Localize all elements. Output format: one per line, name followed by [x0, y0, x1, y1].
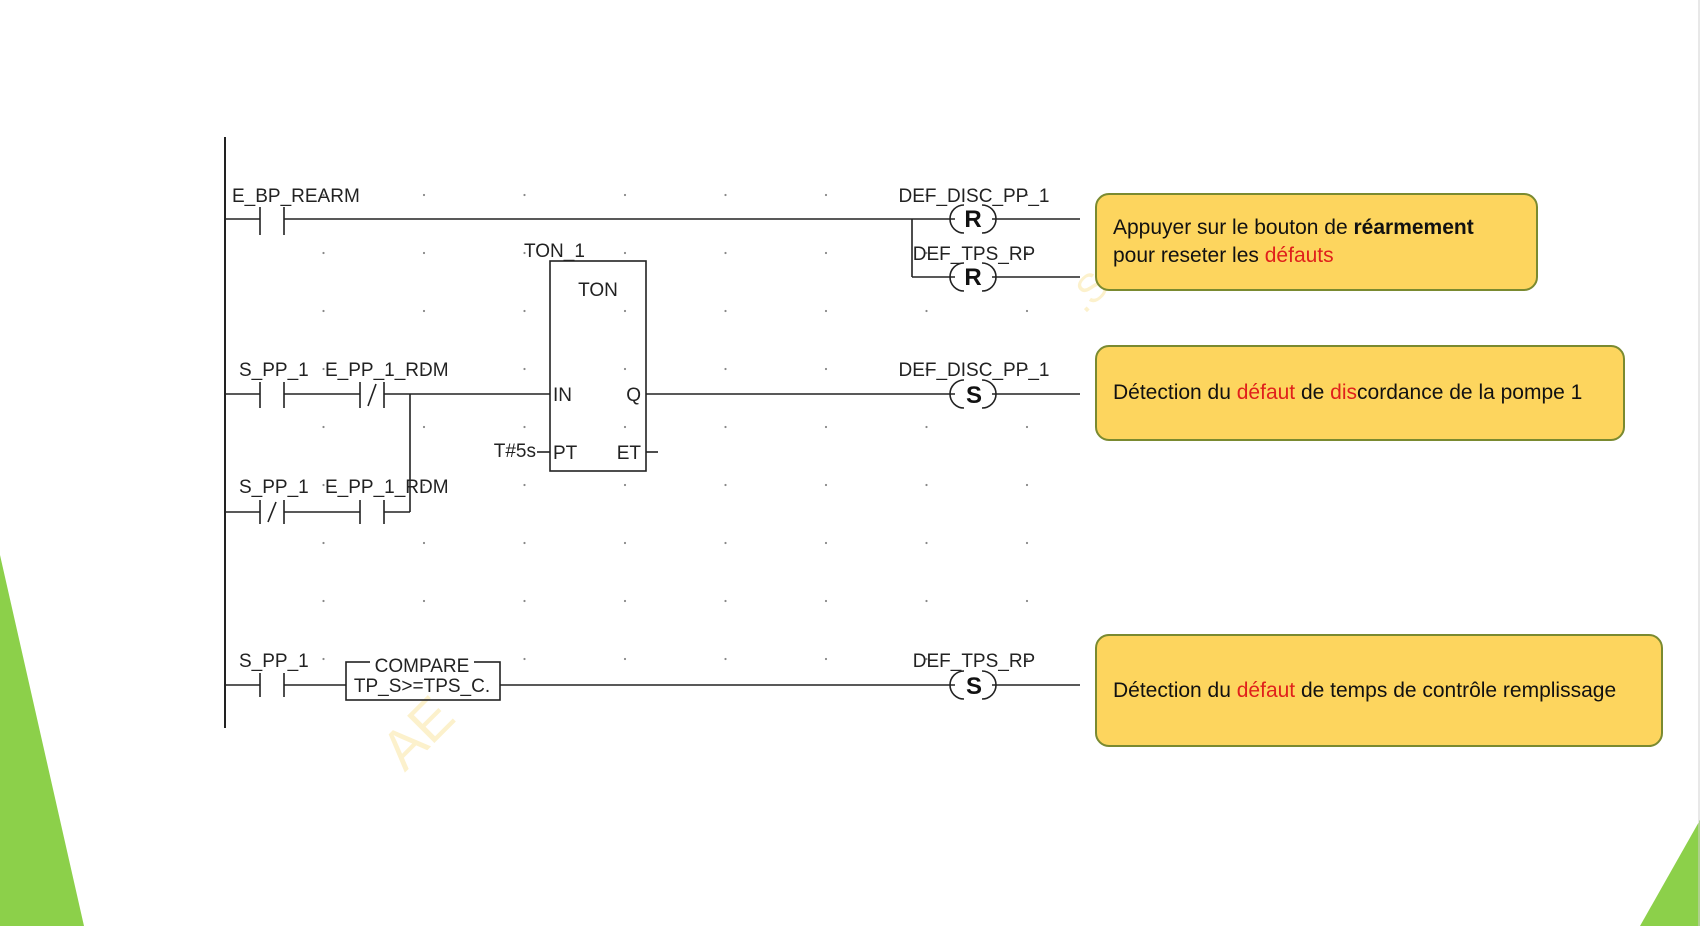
timer-pin-in: IN — [553, 385, 572, 406]
contact-label: S_PP_1 — [239, 651, 309, 672]
contact-nc-slash — [367, 383, 377, 407]
coil-label: DEF_DISC_PP_1 — [898, 186, 1049, 207]
callout-text: Détection du — [1113, 678, 1237, 702]
callout-fill-time: Détection du défaut de temps de contrôle… — [1095, 634, 1663, 747]
callout-red-word: défauts — [1264, 244, 1334, 267]
coil-label: DEF_DISC_PP_1 — [898, 360, 1049, 381]
right-green-triangle — [1640, 820, 1700, 926]
callout-text: Appuyer sur le bouton de — [1113, 216, 1354, 239]
compare-expression: TP_S>=TPS_C. — [354, 676, 490, 697]
coil-type: S — [966, 673, 982, 700]
left-green-triangle — [0, 555, 84, 926]
callout-text: pour reseter les — [1113, 244, 1265, 267]
coil-type: S — [966, 382, 982, 409]
timer-type-label: TON — [578, 280, 618, 301]
callout-text: Détection du — [1113, 381, 1237, 404]
callout-red-word: dis — [1330, 381, 1358, 404]
contact-nc-slash — [267, 501, 277, 523]
contact-label: E_PP_1_RDM — [325, 477, 449, 498]
callout-reset: Appuyer sur le bouton de réarmement pour… — [1095, 193, 1538, 291]
timer-pin-q: Q — [626, 385, 641, 406]
contact-label: E_PP_1_RDM — [325, 360, 449, 381]
contact-label: S_PP_1 — [239, 477, 309, 498]
callout-text: de — [1295, 381, 1331, 404]
timer-instance-label: TON_1 — [524, 241, 585, 262]
dot-grid — [300, 150, 1060, 710]
callout-red-word: défaut — [1236, 678, 1296, 702]
compare-title-bg — [370, 652, 474, 670]
timer-preset: T#5s — [494, 441, 536, 462]
callout-bold-word: réarmement — [1353, 216, 1474, 239]
timer-pin-et: ET — [617, 443, 642, 464]
callout-red-word: défaut — [1236, 381, 1296, 404]
coil-label: DEF_TPS_RP — [913, 651, 1035, 672]
contact-label: S_PP_1 — [239, 360, 309, 381]
contact-label: E_BP_REARM — [232, 186, 360, 207]
callout-discordance: Détection du défaut de discordance de la… — [1095, 345, 1625, 441]
coil-label: DEF_TPS_RP — [913, 244, 1035, 265]
callout-text: cordance de la pompe 1 — [1357, 381, 1583, 404]
ton-block — [549, 260, 647, 472]
compare-title: COMPARE — [375, 656, 470, 677]
timer-pin-pt: PT — [553, 443, 578, 464]
callout-text: de temps de contrôle remplissage — [1295, 678, 1617, 702]
coil-type: R — [964, 206, 981, 233]
coil-type: R — [964, 264, 981, 291]
ladder-diagram: E_BP_REARM DEF_DISC_PP_1 R DEF_TPS_RP R … — [224, 137, 1080, 728]
